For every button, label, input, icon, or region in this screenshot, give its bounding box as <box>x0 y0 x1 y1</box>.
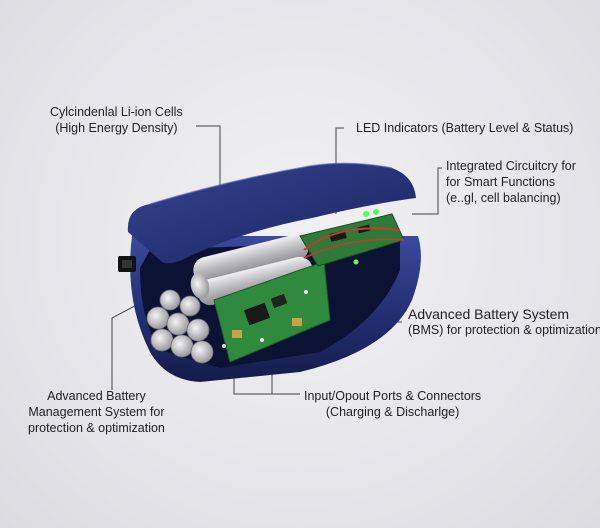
led-indicators <box>353 209 379 265</box>
lid-highlight <box>149 162 393 205</box>
casing-lid <box>127 163 416 264</box>
io-port <box>118 256 136 272</box>
label-li-ion-cells: Cylcindenlal Li-ion Cells (High Energy D… <box>50 105 183 135</box>
label-integrated-circuitry: Integrated Circuitcry for for Smart Func… <box>446 159 576 205</box>
bms-pcb <box>213 261 331 363</box>
label-io-ports: Input/Opout Ports & Connectors (Charging… <box>304 389 482 419</box>
label-led-indicators: LED Indicators (Battery Level & Status) <box>356 121 574 135</box>
li-ion-cells <box>190 234 313 306</box>
leader-circuitry <box>412 167 442 215</box>
circuitry-board <box>299 213 405 267</box>
label-advanced-battery-system: Advanced Battery System (BMS) for protec… <box>408 306 600 337</box>
label-battery-management-system: Advanced Battery Management System for p… <box>28 389 165 435</box>
cell-ends <box>146 289 214 364</box>
